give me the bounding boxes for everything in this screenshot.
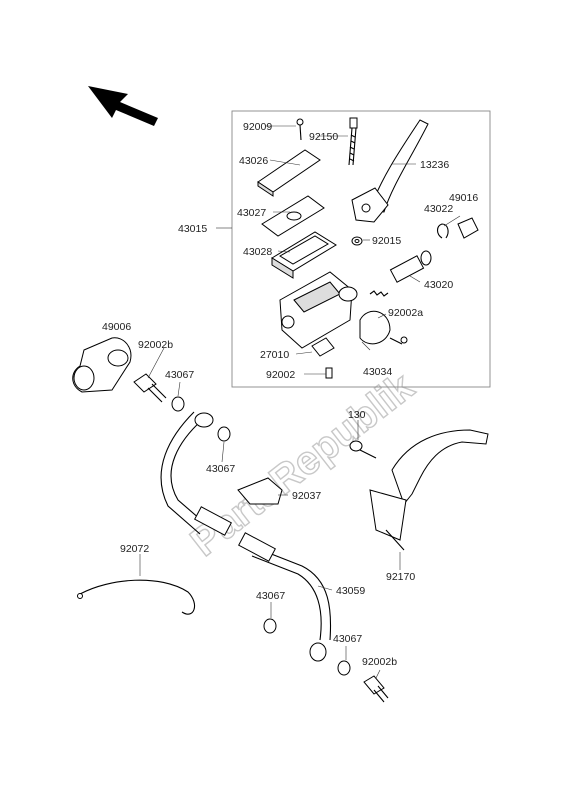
direction-arrow-icon <box>88 86 158 126</box>
banjo-bolt-92002b-bottom <box>363 675 389 703</box>
washer-92015 <box>351 236 363 246</box>
bolt-130 <box>349 440 377 459</box>
label-43067-c: 43067 <box>256 590 285 602</box>
label-92002: 92002 <box>266 369 295 381</box>
screw-92002a <box>400 336 408 344</box>
master-cylinder-body-43015 <box>279 271 358 349</box>
washer-43067-c <box>263 618 277 634</box>
label-43022: 43022 <box>424 203 453 215</box>
label-43067-d: 43067 <box>333 633 362 645</box>
label-43020: 43020 <box>424 279 453 291</box>
bracket-92170 <box>369 429 489 551</box>
brake-lever-13236 <box>351 119 429 223</box>
label-43026: 43026 <box>239 155 268 167</box>
screw-92009 <box>296 118 304 141</box>
washer-43067-a <box>171 396 185 412</box>
label-43059: 43059 <box>336 585 365 597</box>
label-92170: 92170 <box>386 571 415 583</box>
bolt-92150 <box>348 117 358 166</box>
label-43067-a: 43067 <box>165 369 194 381</box>
label-43028: 43028 <box>243 246 272 258</box>
label-92009: 92009 <box>243 121 272 133</box>
label-92015: 92015 <box>372 235 401 247</box>
hose-clamp-92037 <box>237 477 283 505</box>
label-43067-b: 43067 <box>206 463 235 475</box>
label-92150: 92150 <box>309 131 338 143</box>
label-92002b-top: 92002b <box>138 339 173 351</box>
master-cylinder-assembly-box <box>231 110 491 388</box>
label-49016: 49016 <box>449 192 478 204</box>
part-labels: 92009 92150 43026 13236 49016 43027 4302… <box>102 121 478 668</box>
label-43027: 43027 <box>237 207 266 219</box>
plate-43027 <box>261 195 325 237</box>
brake-hose-43059 <box>160 411 332 662</box>
diaphragm-43028 <box>271 231 337 279</box>
washer-43067-d <box>337 660 351 676</box>
label-27010: 27010 <box>260 349 289 361</box>
label-92072: 92072 <box>120 543 149 555</box>
label-130: 130 <box>348 409 366 421</box>
cable-tie-92072 <box>77 579 196 615</box>
banjo-cover-49006 <box>72 337 132 393</box>
circlip-43022 <box>436 223 449 239</box>
piston-kit-43020 <box>369 250 432 297</box>
label-49006: 49006 <box>102 321 131 333</box>
switch-27010 <box>311 337 335 357</box>
washer-43067-b <box>217 426 231 442</box>
banjo-bolt-92002b-top <box>133 373 167 403</box>
label-92002b-bottom: 92002b <box>362 656 397 668</box>
label-43015: 43015 <box>178 223 207 235</box>
leader-lines <box>139 125 461 679</box>
label-13236: 13236 <box>420 159 449 171</box>
label-43034: 43034 <box>363 366 392 378</box>
cap-49016 <box>457 217 479 239</box>
reservoir-cap-43026 <box>257 149 321 197</box>
label-92002a: 92002a <box>388 307 423 319</box>
label-92037: 92037 <box>292 490 321 502</box>
screw-92002 <box>325 367 333 379</box>
clamp-43034 <box>359 310 403 345</box>
